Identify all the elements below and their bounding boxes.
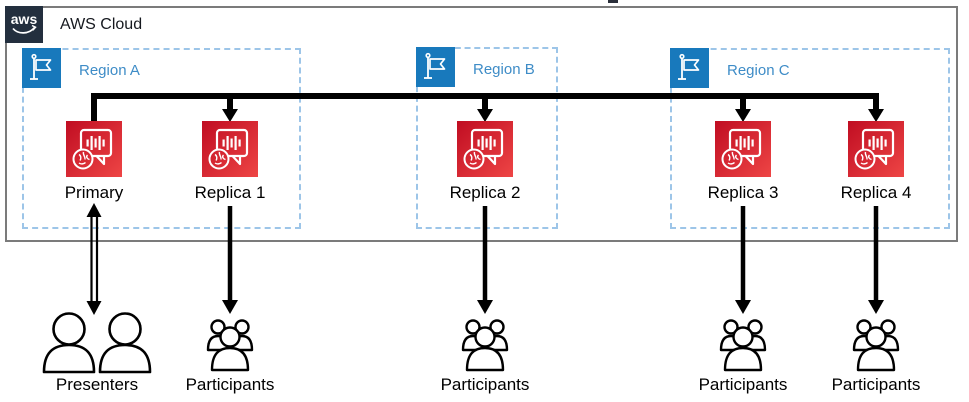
speech-bubble-waveform-brain-icon [848, 121, 904, 177]
region-label: Region A [79, 62, 140, 79]
node-label-replica-4: Replica 4 [840, 183, 912, 202]
speech-bubble-waveform-brain-icon [715, 121, 771, 177]
speech-bubble-waveform-brain-icon [66, 121, 122, 177]
audience-label-participants: Participants [831, 375, 921, 394]
cropped-text-artifact [608, 0, 618, 3]
region-label: Region B [473, 61, 535, 78]
node-label-replica-3: Replica 3 [707, 183, 779, 202]
speech-bubble-waveform-brain-icon [202, 121, 258, 177]
audience-label-participants: Participants [185, 375, 275, 394]
aws-smile-arrow-tip [31, 24, 37, 31]
aws-cloud-title: AWS Cloud [60, 16, 143, 33]
region-a-group: Region A [22, 48, 301, 229]
user-group-icon [461, 316, 509, 372]
speech-bubble-waveform-brain-icon [457, 121, 513, 177]
user-group-icon [719, 316, 767, 372]
node-label-replica-1: Replica 1 [194, 183, 266, 202]
region-flag-icon [22, 48, 61, 88]
region-c-group: Region C [670, 48, 950, 229]
aws-smile-swoosh [12, 26, 36, 34]
two-users-icon [41, 312, 153, 374]
aws-logo: aws [5, 6, 43, 43]
region-flag-icon [670, 48, 709, 88]
node-label-primary: Primary [64, 183, 124, 202]
user-group-icon [206, 316, 254, 372]
user-group-icon [852, 316, 900, 372]
region-label: Region C [727, 62, 790, 79]
region-flag-icon [416, 47, 455, 87]
aws-logo-text: aws [11, 11, 38, 27]
node-label-replica-2: Replica 2 [449, 183, 521, 202]
audience-label-presenters: Presenters [55, 375, 139, 394]
audience-label-participants: Participants [698, 375, 788, 394]
audience-label-participants: Participants [440, 375, 530, 394]
